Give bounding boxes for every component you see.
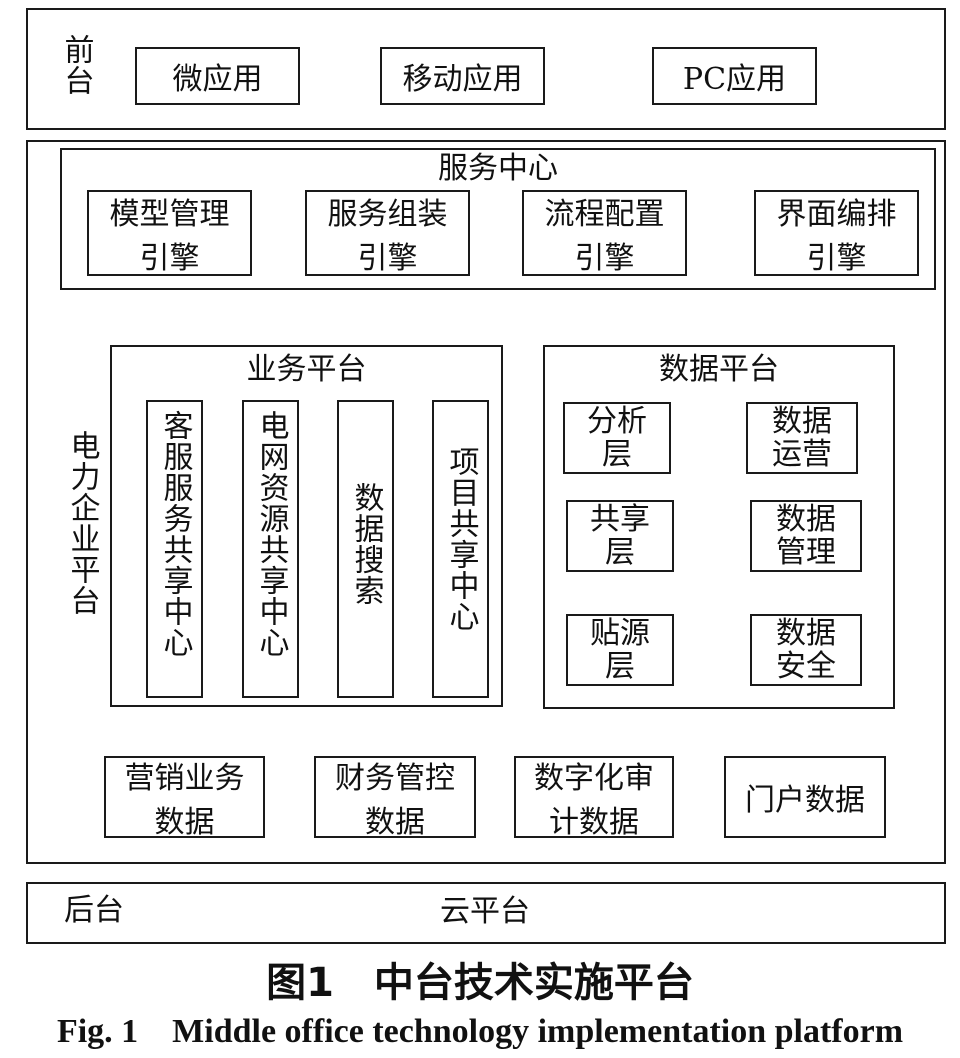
business-center-label: 项目共享中心 [443,446,479,632]
data-layer-box: 数据 运营 [746,402,858,474]
business-center-label: 数据搜索 [348,482,384,606]
back-end-label: 后台 [64,893,124,928]
back-end-layer [26,882,946,944]
service-center-title: 服务中心 [438,150,558,186]
business-platform-title: 业务平台 [246,351,367,387]
business-center-label: 客服服务共享中心 [157,410,193,658]
data-layer-box: 贴源 层 [566,614,674,686]
engine-box: 模型管理 引擎 [87,190,252,276]
business-center-box: 项目共享中心 [432,400,489,698]
front-app-box: 移动应用 [380,47,545,105]
business-center-box: 数据搜索 [337,400,394,698]
figure-caption-english: Fig. 1 Middle office technology implemen… [56,1013,904,1051]
engine-box: 服务组装 引擎 [305,190,470,276]
data-source-box: 财务管控 数据 [314,756,476,840]
data-source-box: 数字化审 计数据 [514,756,674,840]
data-layer-box: 数据 安全 [750,614,862,686]
data-source-box: 营销业务 数据 [104,756,265,840]
figure-caption-chinese: 图1 中台技术实施平台 [266,960,694,1006]
front-app-box: 微应用 [135,47,300,105]
data-source-box: 门户数据 [724,756,886,838]
data-layer-box: 分析 层 [563,402,671,474]
data-layer-box: 共享 层 [566,500,674,572]
business-center-box: 电网资源共享中心 [242,400,299,698]
engine-box: 流程配置 引擎 [522,190,687,276]
cloud-platform-label: 云平台 [440,893,530,929]
engine-box: 界面编排 引擎 [754,190,919,276]
enterprise-platform-label: 电力企业平台 [64,430,100,616]
data-platform-title: 数据平台 [659,351,779,387]
business-center-label: 电网资源共享中心 [253,410,289,658]
front-app-box: PC应用 [652,47,817,105]
data-layer-box: 数据 管理 [750,500,862,572]
front-end-label: 前台 [58,34,94,96]
business-center-box: 客服服务共享中心 [146,400,203,698]
